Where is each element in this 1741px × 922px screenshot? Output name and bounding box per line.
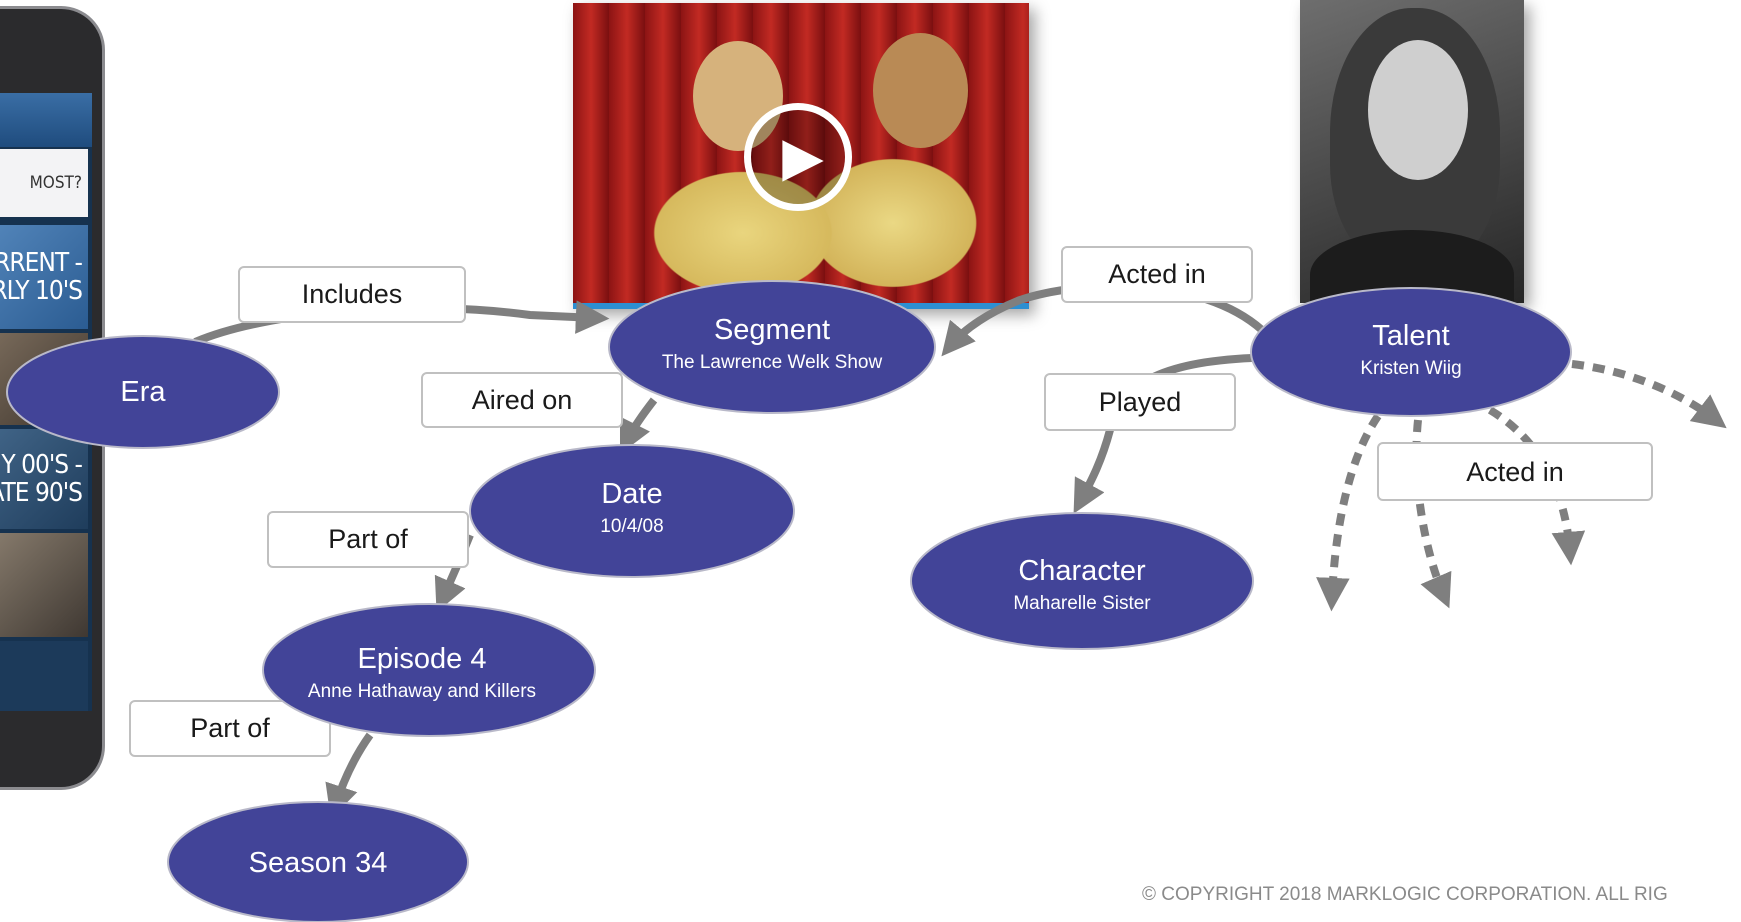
phone-tile-line: RRENT - xyxy=(0,248,83,278)
node-title: Era xyxy=(120,376,166,408)
phone-tile-photo[interactable] xyxy=(0,533,88,637)
edge-label-text: Part of xyxy=(328,524,408,554)
node-title: Season 34 xyxy=(249,847,388,879)
edge-label-acted-in: Acted in xyxy=(1061,246,1253,303)
node-subtitle: Maharelle Sister xyxy=(1013,593,1151,614)
edge-label-aired-on: Aired on xyxy=(421,372,623,428)
edge-part-of-episode-season xyxy=(325,732,374,819)
node-subtitle: 10/4/08 xyxy=(600,516,663,537)
video-thumbnail[interactable]: ▶ xyxy=(573,3,1029,309)
edge-label-text: Acted in xyxy=(1108,259,1206,289)
video-figure xyxy=(873,33,968,148)
phone-mockup: MOST? RRENT - RLY 10'S Y 00'S - ATE 90'S xyxy=(0,6,105,790)
phone-question[interactable]: MOST? xyxy=(0,149,88,217)
node-title: Talent xyxy=(1372,320,1449,352)
edge-label-acted-in-dashed: Acted in xyxy=(1377,442,1653,501)
node-era[interactable]: Era xyxy=(6,335,280,449)
edge-acted-in-dashed xyxy=(1316,413,1382,612)
edge-acted-in-dashed xyxy=(1571,360,1727,429)
edge-label-text: Acted in xyxy=(1466,457,1564,487)
edge-label-includes: Includes xyxy=(238,266,466,323)
phone-tile-line: ATE 90'S xyxy=(0,478,83,508)
edge-label-text: Part of xyxy=(190,713,270,743)
edge-label-part-of: Part of xyxy=(129,700,331,757)
node-character[interactable]: Character Maharelle Sister xyxy=(910,512,1254,650)
node-episode[interactable]: Episode 4 Anne Hathaway and Killers xyxy=(262,603,596,737)
node-season[interactable]: Season 34 xyxy=(167,801,469,922)
phone-tile-90s[interactable]: Y 00'S - ATE 90'S xyxy=(0,429,88,529)
edge-label-text: Aired on xyxy=(472,385,573,415)
edge-acted-in-dashed xyxy=(1487,406,1586,566)
portrait-face xyxy=(1368,40,1468,180)
edge-label-part-of: Part of xyxy=(267,511,469,568)
copyright-notice: © COPYRIGHT 2018 MARKLOGIC CORPORATION. … xyxy=(1142,884,1668,905)
node-subtitle: Kristen Wiig xyxy=(1360,358,1461,379)
edge-label-text: Includes xyxy=(302,279,403,309)
phone-header xyxy=(0,93,92,147)
edge-aired-on xyxy=(619,397,658,455)
play-icon[interactable]: ▶ xyxy=(744,103,852,211)
node-talent[interactable]: Talent Kristen Wiig xyxy=(1250,287,1572,417)
phone-tile-line: RLY 10'S xyxy=(0,276,83,306)
edge-label-played: Played xyxy=(1044,373,1236,431)
node-date[interactable]: Date 10/4/08 xyxy=(469,444,795,578)
node-title: Character xyxy=(1018,555,1146,587)
node-subtitle: Anne Hathaway and Killers xyxy=(308,681,536,702)
node-segment[interactable]: Segment The Lawrence Welk Show xyxy=(608,280,936,414)
edge-label-text: Played xyxy=(1099,387,1182,417)
node-title: Episode 4 xyxy=(358,643,487,675)
node-title: Date xyxy=(601,478,662,510)
phone-tile-current[interactable]: RRENT - RLY 10'S xyxy=(0,225,88,329)
edge-acted-in-dashed xyxy=(1412,419,1452,609)
node-subtitle: The Lawrence Welk Show xyxy=(662,352,883,373)
portrait-photo xyxy=(1300,0,1524,303)
phone-tile-line: Y 00'S - xyxy=(1,450,83,480)
node-title: Segment xyxy=(714,314,830,346)
phone-footer xyxy=(0,641,88,711)
